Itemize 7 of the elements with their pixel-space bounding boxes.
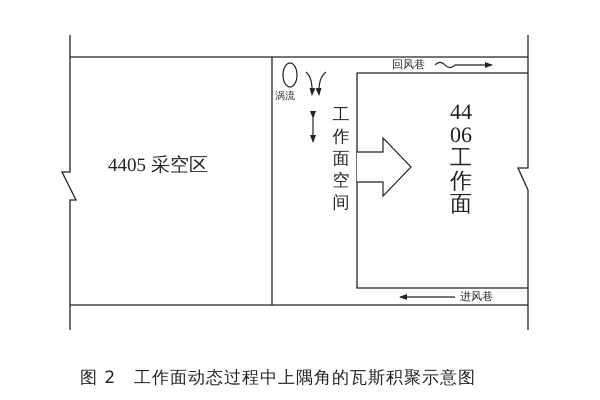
- eddy-label: 涡流: [275, 90, 295, 103]
- figure-caption: 图 2 工作面动态过程中上隅角的瓦斯积聚示意图: [80, 367, 476, 389]
- area-label: 4405 采空区: [108, 152, 208, 178]
- airway-label: 进风巷: [460, 289, 493, 304]
- space-label: 工作面空间: [332, 104, 350, 214]
- working-face-label: 4406 工作面: [449, 100, 473, 215]
- airway-label: 回风巷: [392, 57, 425, 72]
